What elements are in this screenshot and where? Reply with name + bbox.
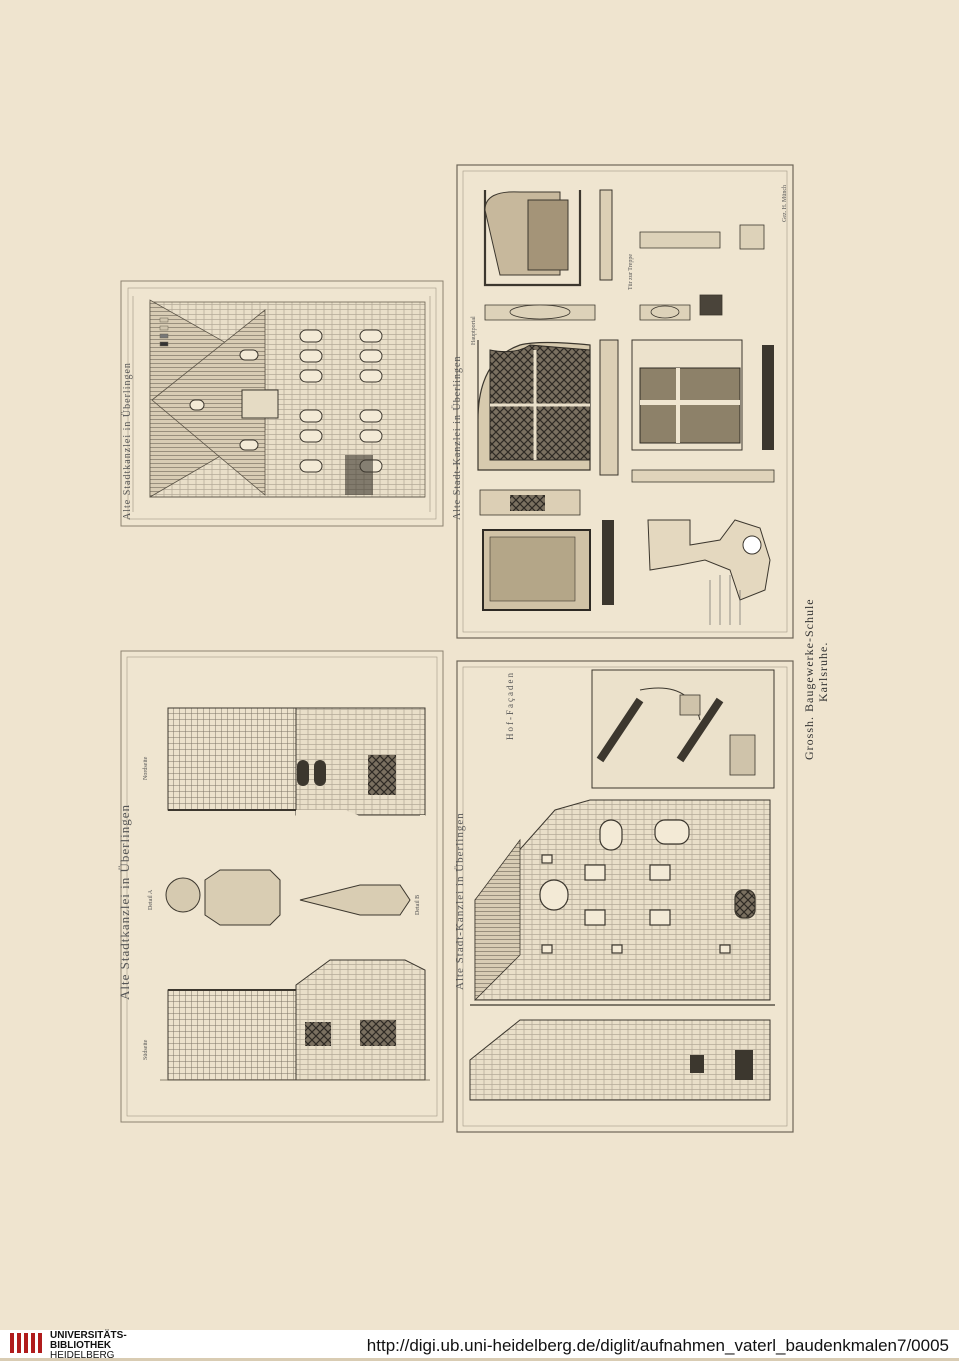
- school-name: Grossh. Baugewerke-Schule: [802, 598, 816, 760]
- plate-bottom-left-detail-b: Detail B: [415, 894, 421, 915]
- school-city: Karlsruhe.: [816, 641, 830, 702]
- library-name-line2: BIBLIOTHEK: [50, 1340, 112, 1351]
- library-name-line1: UNIVERSITÄTS-: [50, 1330, 127, 1341]
- plate-bottom-left: [120, 650, 444, 1123]
- plate-top-right-signature: Gez. H. Münch: [782, 185, 788, 222]
- plate-top-left-title: Alte Stadtkanzlei in Überlingen: [122, 362, 133, 520]
- plate-top-right: [456, 164, 794, 639]
- library-logo-icon: [10, 1333, 42, 1353]
- plate-bottom-left-title: Alte Stadtkanzlei in Überlingen: [117, 804, 132, 1000]
- plate-bottom-left-detail-a: Detail A: [148, 889, 154, 910]
- plate-top-right-title: Alte Stadt-Kanzlei in Überlingen: [452, 355, 463, 520]
- library-name-line3: HEIDELBERG: [50, 1350, 115, 1361]
- plate-top-right-label-portal: Hauptportal: [471, 316, 477, 345]
- plate-top-right-label-door: Tür zur Treppe: [628, 254, 634, 290]
- source-url[interactable]: http://digi.ub.uni-heidelberg.de/diglit/…: [366, 1336, 949, 1355]
- footer-strip: [0, 1330, 959, 1358]
- plate-top-left: [120, 280, 444, 527]
- library-name: UNIVERSITÄTS- BIBLIOTHEK HEIDELBERG: [50, 1331, 127, 1361]
- plate-bottom-left-north: Nordseite: [143, 756, 149, 780]
- plate-bottom-right-subtitle: Hof-Façaden: [505, 671, 515, 740]
- plate-bottom-left-south: Südseite: [143, 1039, 149, 1060]
- plate-bottom-right: [456, 660, 794, 1133]
- plate-bottom-right-title: Alte Stadt-Kanzlei in Überlingen: [454, 812, 466, 990]
